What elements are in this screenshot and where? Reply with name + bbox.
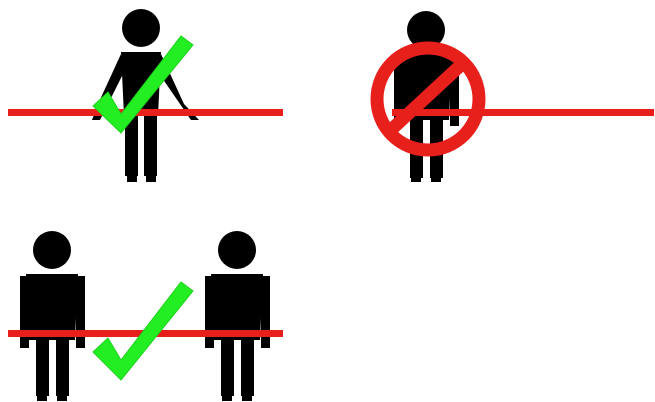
person-left-leg bbox=[221, 338, 234, 396]
person-head bbox=[218, 231, 256, 269]
panel-2 bbox=[377, 11, 654, 182]
person-right-leg bbox=[56, 338, 69, 396]
person-left-figure bbox=[20, 231, 85, 401]
person-left-foot bbox=[222, 396, 232, 401]
person-left-foot bbox=[411, 177, 421, 182]
person-left-foot bbox=[127, 176, 137, 182]
person-right-arm bbox=[261, 276, 270, 348]
person-left-arm bbox=[20, 276, 29, 348]
panel-3 bbox=[8, 231, 283, 401]
panel-1 bbox=[8, 9, 283, 182]
person-head bbox=[122, 9, 160, 47]
person-right-arm bbox=[76, 276, 85, 348]
person-right-foot bbox=[146, 176, 156, 182]
person-right-figure bbox=[205, 231, 270, 401]
person-left-arm bbox=[205, 276, 214, 348]
person-left-leg bbox=[36, 338, 49, 396]
person-right-leg bbox=[144, 114, 157, 176]
person-right-foot bbox=[431, 177, 441, 182]
barrier-line bbox=[392, 109, 654, 116]
person-right-foot bbox=[242, 396, 252, 401]
barrier-line bbox=[8, 109, 283, 116]
person-left-foot bbox=[37, 396, 47, 401]
person-right-foot bbox=[57, 396, 67, 401]
person-head bbox=[33, 231, 71, 269]
person-right-leg bbox=[241, 338, 254, 396]
